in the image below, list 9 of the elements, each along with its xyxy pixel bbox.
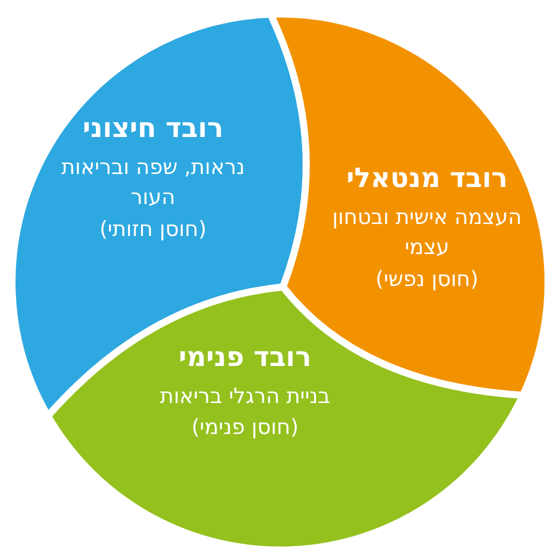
segment-heading: רובד מנטאלי [345, 163, 509, 194]
segment-text: העצמה אישית ובטחון עצמי [331, 204, 523, 262]
segment-note: (חוסן נפשי) [374, 266, 480, 291]
segment-heading: רובד פנימי [178, 342, 312, 373]
segment-note: (חוסן חזותי) [98, 216, 208, 241]
segment-note: (חוסן פנימי) [190, 415, 300, 440]
segment-text: נראות, שפה ובריאות העור [60, 154, 246, 212]
segment-text: בניית הרגלי בריאות [158, 383, 332, 410]
segment-heading: רובד חיצוני [82, 113, 224, 144]
